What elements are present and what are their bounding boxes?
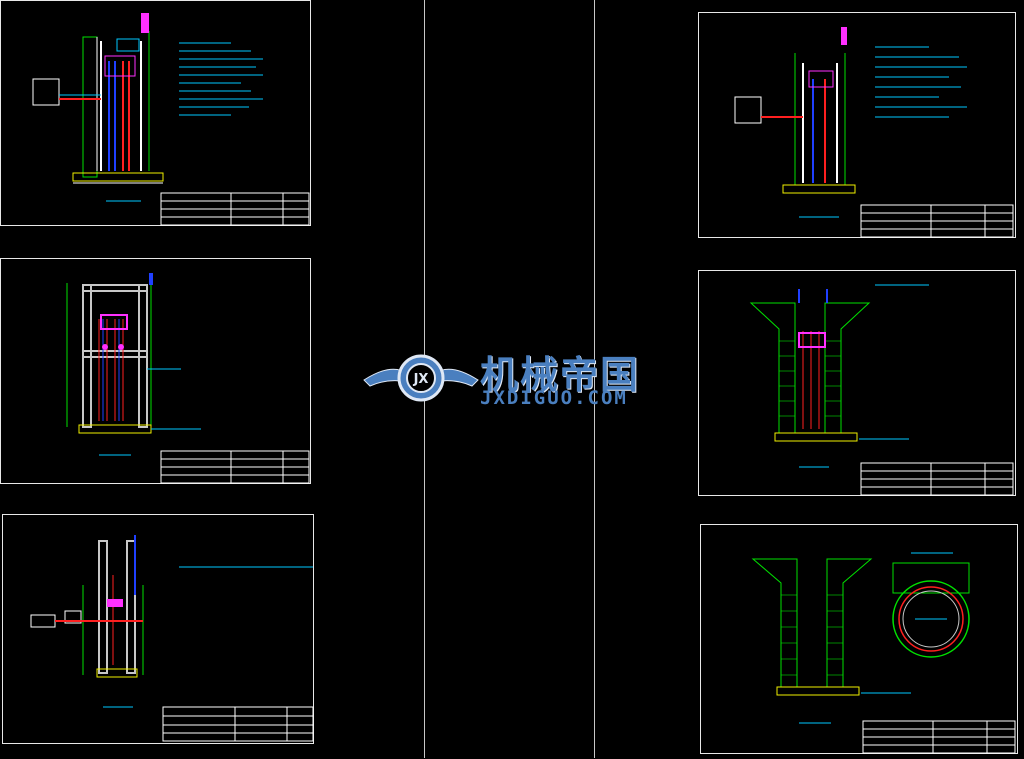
drawing-sheet-5[interactable]	[698, 270, 1016, 496]
sheet-5-drawing	[749, 284, 1014, 496]
drawing-sheet-2[interactable]	[0, 258, 311, 484]
drawing-sheet-6[interactable]	[700, 524, 1018, 754]
watermark-title: 机械帝国	[480, 353, 641, 397]
winged-gear-logo-icon: JX	[363, 354, 479, 402]
sheet-2-drawing	[66, 273, 310, 484]
drawing-sheet-3[interactable]	[2, 514, 314, 744]
sheet-6-drawing	[751, 552, 1016, 754]
drawing-sheet-1[interactable]	[0, 0, 311, 226]
logo-letters: JX	[413, 372, 429, 387]
watermark-subtitle: JXDIGUO.COM	[480, 387, 628, 409]
model-divider-right	[594, 0, 595, 758]
sheet-4-drawing	[734, 27, 1014, 238]
watermark: JX 机械帝国 JXDIGUO.COM	[362, 340, 662, 412]
drawing-sheet-4[interactable]	[698, 12, 1016, 238]
sheet-1-drawing	[32, 13, 310, 226]
sheet-3-drawing	[30, 535, 314, 742]
